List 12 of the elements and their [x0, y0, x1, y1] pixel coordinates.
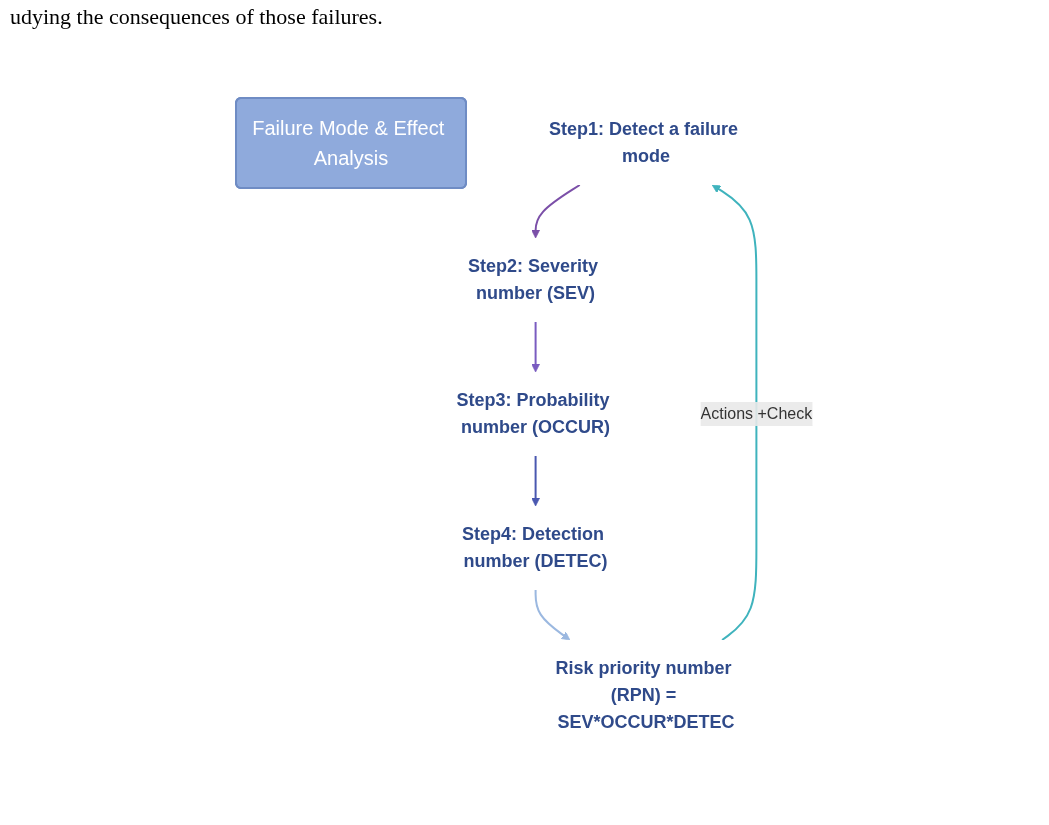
text-line: udying the consequences of those failures.: [10, 4, 384, 30]
arrow: [531, 320, 541, 372]
edge-label: Actions +Check: [700, 404, 813, 422]
node-text: Step1: Detect a failure mode: [549, 118, 739, 166]
node-text: Risk priority number (RPN) = SEV*OCCUR*DETEC: [555, 657, 735, 732]
node-text: Step2: Severity number (SEV): [468, 255, 599, 303]
arrow: [531, 183, 582, 238]
arrow: [535, 588, 571, 640]
arrow: [712, 184, 758, 641]
node-text: Step4: Detection number (DETEC): [462, 523, 608, 571]
node-text: Step3: Probability number (OCCUR): [456, 389, 611, 437]
arrow: [531, 454, 541, 506]
